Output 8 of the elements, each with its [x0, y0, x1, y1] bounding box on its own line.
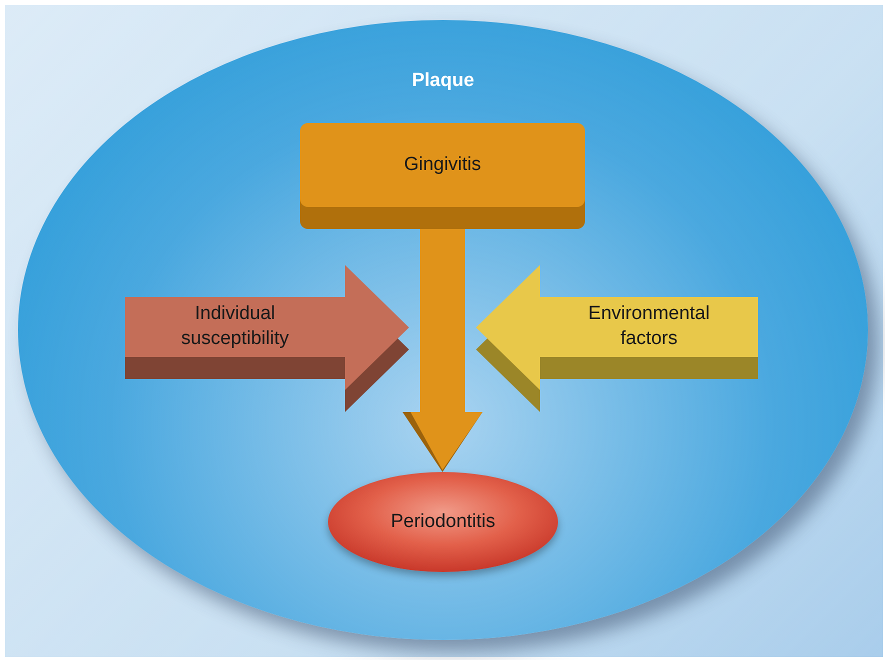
block-arrow	[125, 265, 409, 412]
node-label: Gingivitis	[404, 153, 482, 177]
node-label: Periodontitis	[390, 510, 496, 534]
block-arrow	[476, 265, 758, 412]
ellipse-title: Plaque	[410, 70, 476, 92]
node-label: Individual susceptibility	[180, 302, 290, 351]
node-label: Environmental factors	[587, 302, 711, 351]
process-box	[300, 123, 585, 207]
